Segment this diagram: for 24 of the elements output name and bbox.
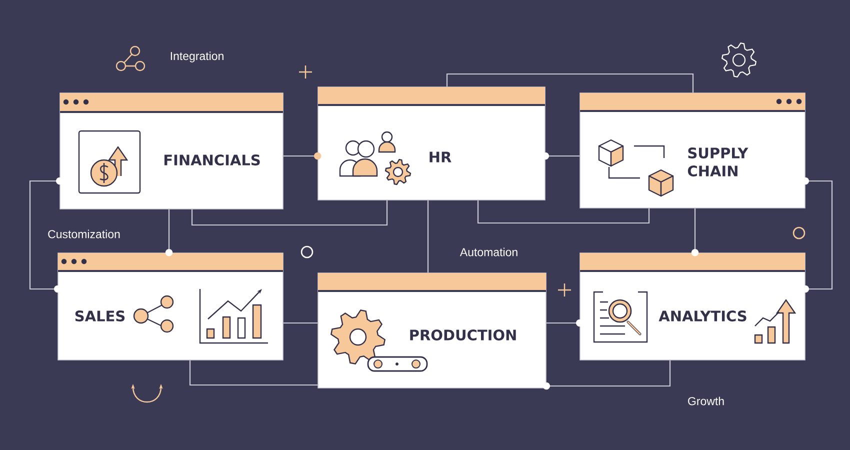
card-title: ANALYTICS <box>658 310 746 322</box>
connector-line <box>446 73 694 93</box>
text-label: Integration <box>170 52 224 62</box>
card-title: FINANCIALS <box>164 154 260 166</box>
connector-line <box>802 177 833 293</box>
text-label: Automation <box>460 248 518 256</box>
connector-line <box>29 177 64 293</box>
connector-line <box>283 322 318 324</box>
connector-line <box>189 360 318 386</box>
connector-line <box>283 152 322 160</box>
connector-line <box>546 319 584 327</box>
text-label: Customization <box>48 230 120 238</box>
card-title: SUPPLY CHAIN <box>688 148 748 176</box>
connector-line <box>191 200 388 226</box>
card-title: PRODUCTION <box>410 330 516 340</box>
connector-line <box>542 360 671 390</box>
card-title: HR <box>430 152 452 162</box>
connector-line <box>477 200 650 224</box>
connector-line <box>427 200 429 273</box>
connector-line <box>691 208 699 256</box>
card-title: SALES <box>75 310 125 322</box>
connector-line <box>542 152 580 160</box>
text-label: Growth <box>688 396 724 406</box>
connector-line <box>165 209 173 256</box>
